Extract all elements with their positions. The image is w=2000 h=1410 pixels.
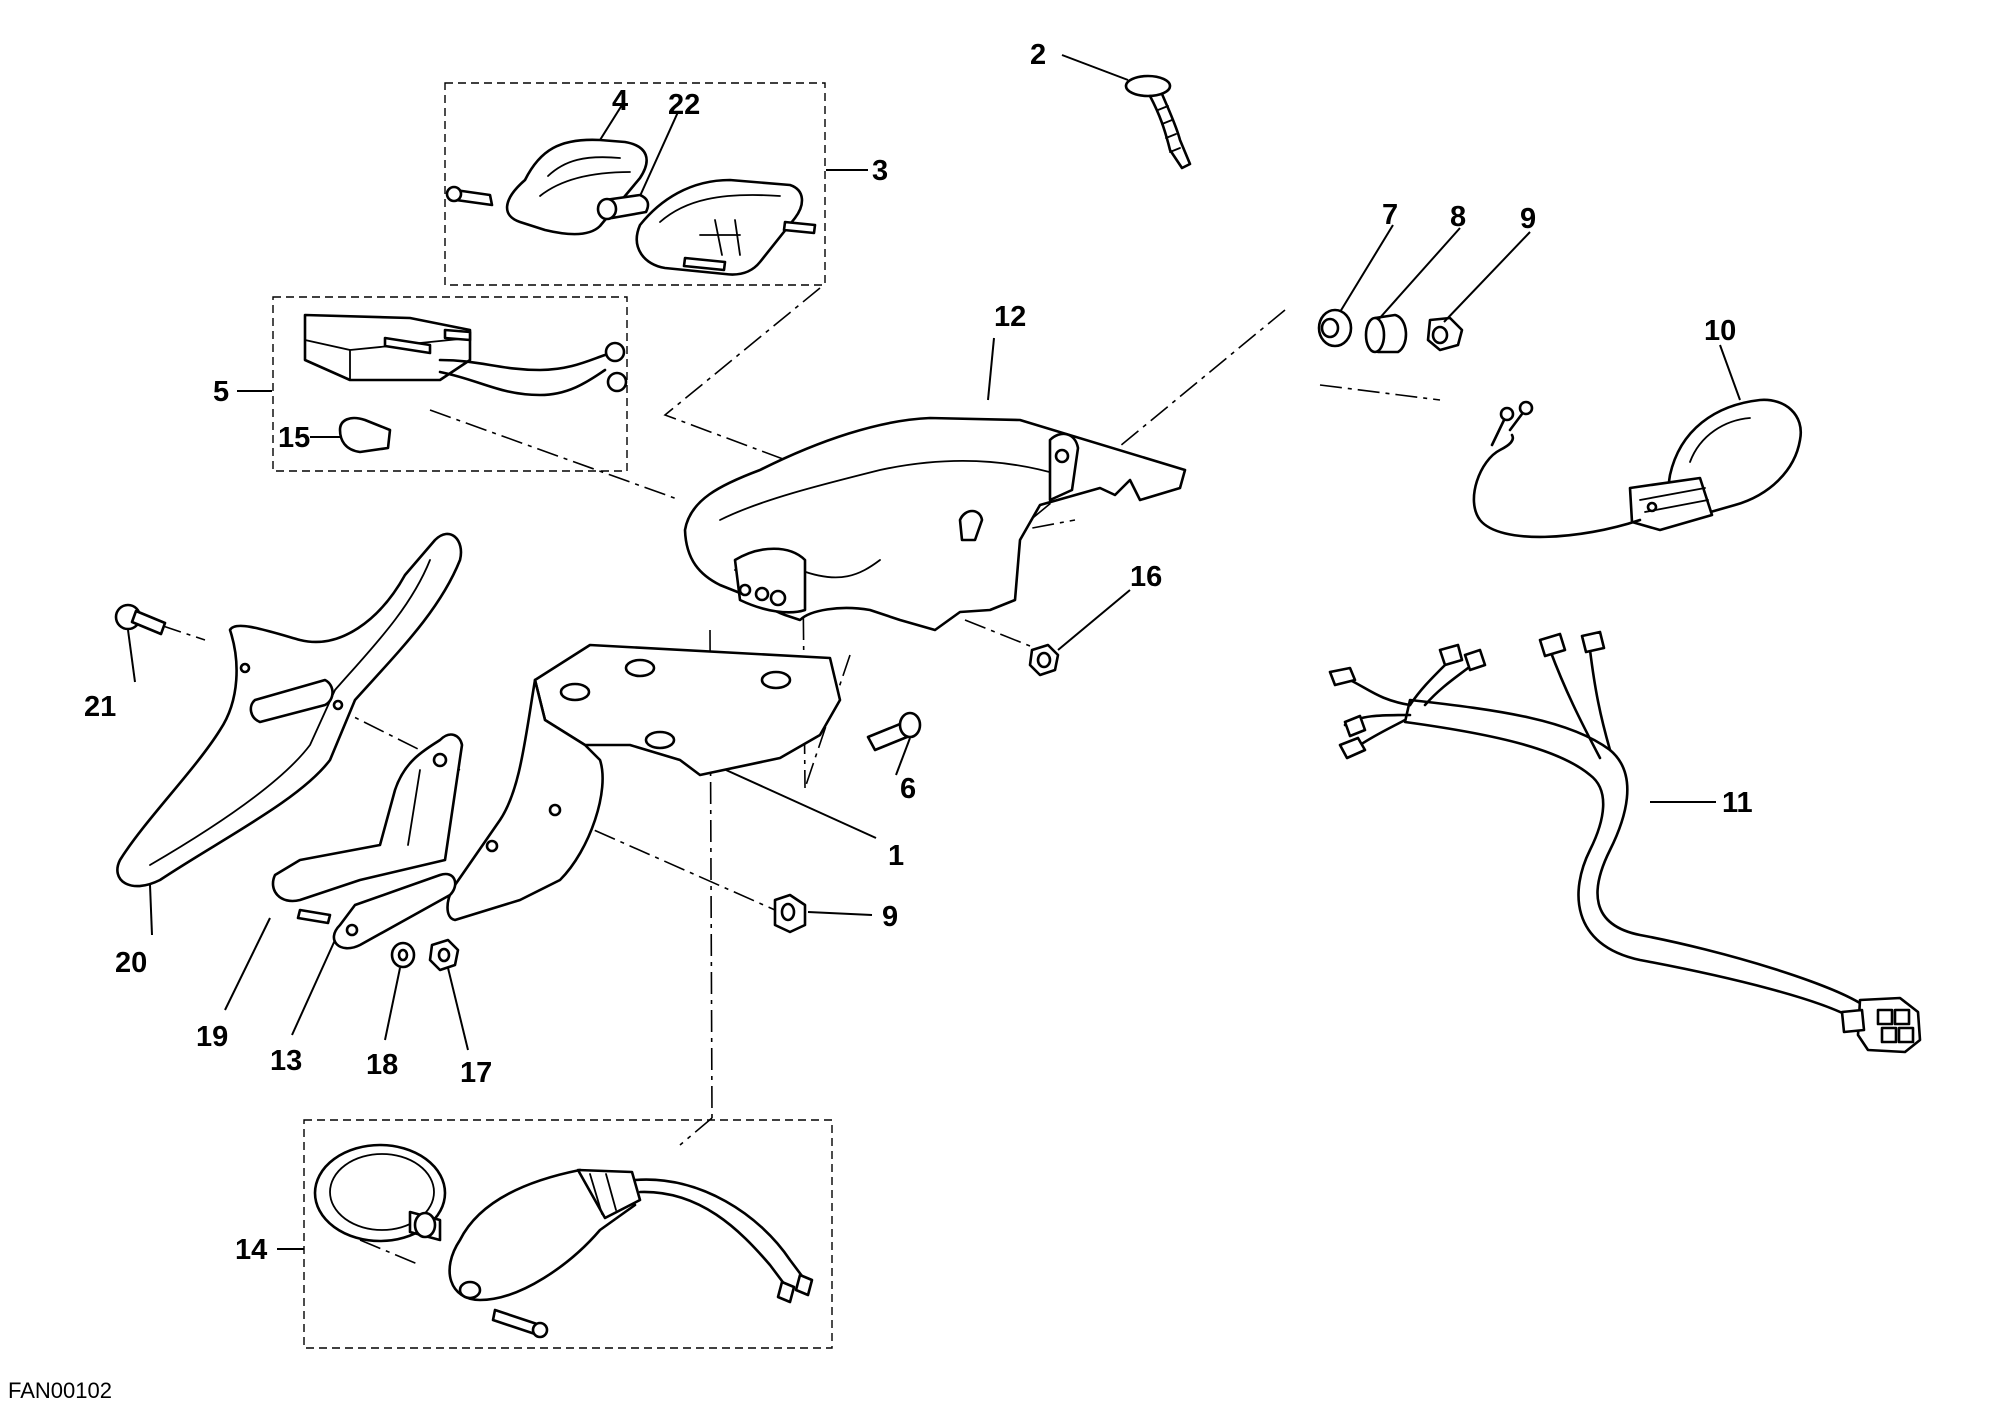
callout-15: 15 bbox=[278, 422, 310, 454]
part-9-nut-lower bbox=[773, 893, 807, 934]
part-11-wiring-harness bbox=[1328, 630, 1922, 1054]
part-20-plate-frame bbox=[116, 532, 463, 888]
group-box-5 bbox=[272, 296, 628, 472]
part-19-bracket bbox=[271, 733, 464, 925]
group-box-14 bbox=[303, 1119, 833, 1349]
callout-20: 20 bbox=[115, 947, 147, 979]
callout-22: 22 bbox=[668, 89, 700, 121]
part-16-nut bbox=[1028, 643, 1060, 677]
callout-5: 5 bbox=[213, 376, 229, 408]
callout-7: 7 bbox=[1382, 199, 1398, 231]
part-21-bolt bbox=[114, 603, 167, 636]
callouts: 1 2 3 4 22 5 15 6 7 8 9 9 10 11 12 13 14… bbox=[84, 39, 1753, 1266]
drawing-code: FAN00102 bbox=[8, 1378, 112, 1403]
part-5-tail-light bbox=[303, 313, 628, 454]
callout-21: 21 bbox=[84, 691, 116, 723]
callout-19: 19 bbox=[196, 1021, 228, 1053]
part-17-nut bbox=[428, 938, 460, 972]
callout-16: 16 bbox=[1130, 561, 1162, 593]
part-7-grommet bbox=[1317, 308, 1353, 348]
part-3-plate-light-assembly bbox=[445, 138, 817, 276]
callout-3: 3 bbox=[872, 155, 888, 187]
callout-12: 12 bbox=[994, 301, 1026, 333]
part-10-turn-signal-right bbox=[1472, 398, 1803, 539]
part-6-bolt bbox=[866, 711, 922, 752]
callout-1: 1 bbox=[888, 840, 904, 872]
callout-2: 2 bbox=[1030, 39, 1046, 71]
callout-4: 4 bbox=[612, 85, 628, 117]
callout-9-lower: 9 bbox=[882, 901, 898, 933]
callout-9-upper: 9 bbox=[1520, 203, 1536, 235]
callout-18: 18 bbox=[366, 1049, 398, 1081]
leader-lines bbox=[127, 54, 1741, 1250]
callout-17: 17 bbox=[460, 1057, 492, 1089]
callout-11: 11 bbox=[1722, 787, 1753, 819]
part-13-bracket bbox=[332, 872, 457, 950]
callout-10: 10 bbox=[1704, 315, 1736, 347]
part-9-nut-upper bbox=[1426, 316, 1464, 352]
callout-8: 8 bbox=[1450, 201, 1466, 233]
part-1-plate-holder-bracket bbox=[446, 643, 842, 922]
part-14-turn-signal-left bbox=[313, 1143, 814, 1339]
part-12-undertray bbox=[683, 416, 1187, 632]
group-box-3 bbox=[444, 82, 826, 286]
callout-6: 6 bbox=[900, 773, 916, 805]
callout-14: 14 bbox=[235, 1234, 267, 1266]
part-18-washer bbox=[390, 941, 416, 969]
callout-13: 13 bbox=[270, 1045, 302, 1077]
part-8-spacer bbox=[1364, 313, 1408, 354]
part-2-push-rivet bbox=[1124, 74, 1192, 170]
